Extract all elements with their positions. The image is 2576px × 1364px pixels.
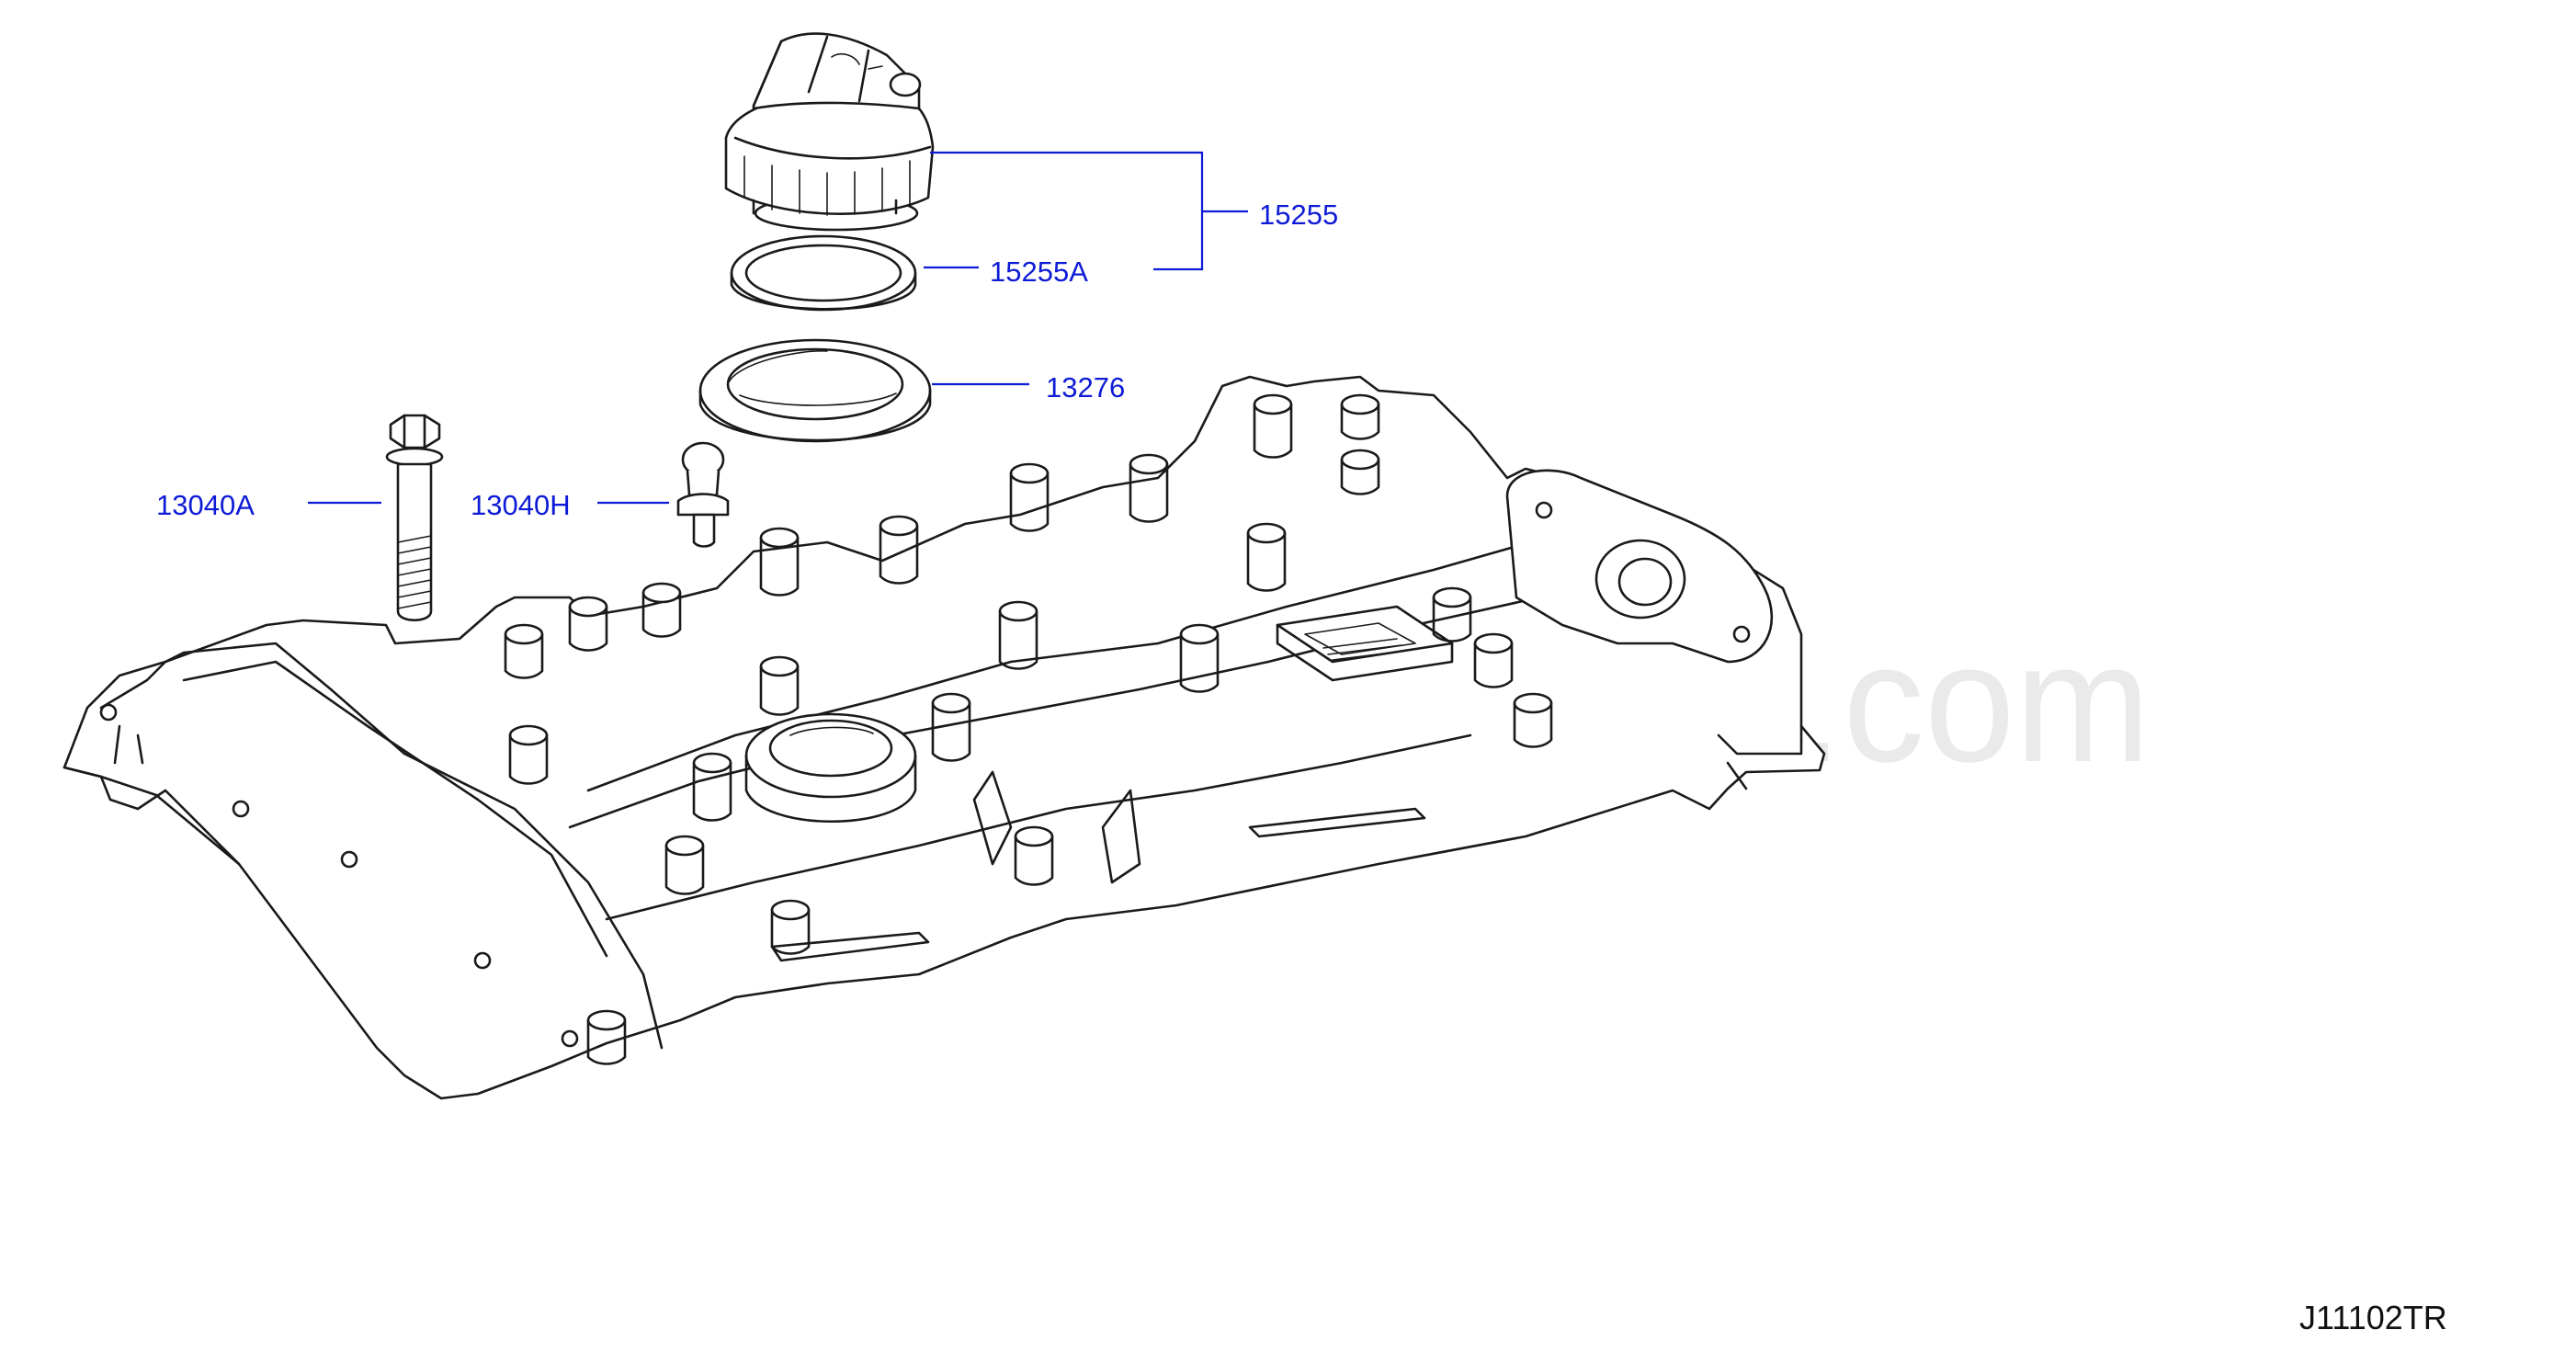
label-filler-ring[interactable]: 13276: [1046, 371, 1125, 404]
label-stud[interactable]: 13040H: [471, 489, 571, 521]
stud[interactable]: [676, 441, 730, 548]
label-bolt[interactable]: 13040A: [156, 489, 255, 521]
diagram-code: J11102TR: [2299, 1299, 2447, 1336]
leader-cap: [930, 151, 1204, 271]
leader-lines: [308, 151, 1248, 505]
cap-seal[interactable]: [730, 234, 917, 312]
bolt[interactable]: [385, 414, 444, 622]
label-cap-seal[interactable]: 15255A: [990, 256, 1088, 288]
cover-bolt-bosses: [504, 393, 1553, 1065]
filler-ring[interactable]: [698, 338, 932, 443]
label-cap[interactable]: 15255: [1259, 199, 1338, 231]
valve-cover: [62, 375, 1826, 1100]
oil-filler-cap[interactable]: [724, 32, 935, 232]
